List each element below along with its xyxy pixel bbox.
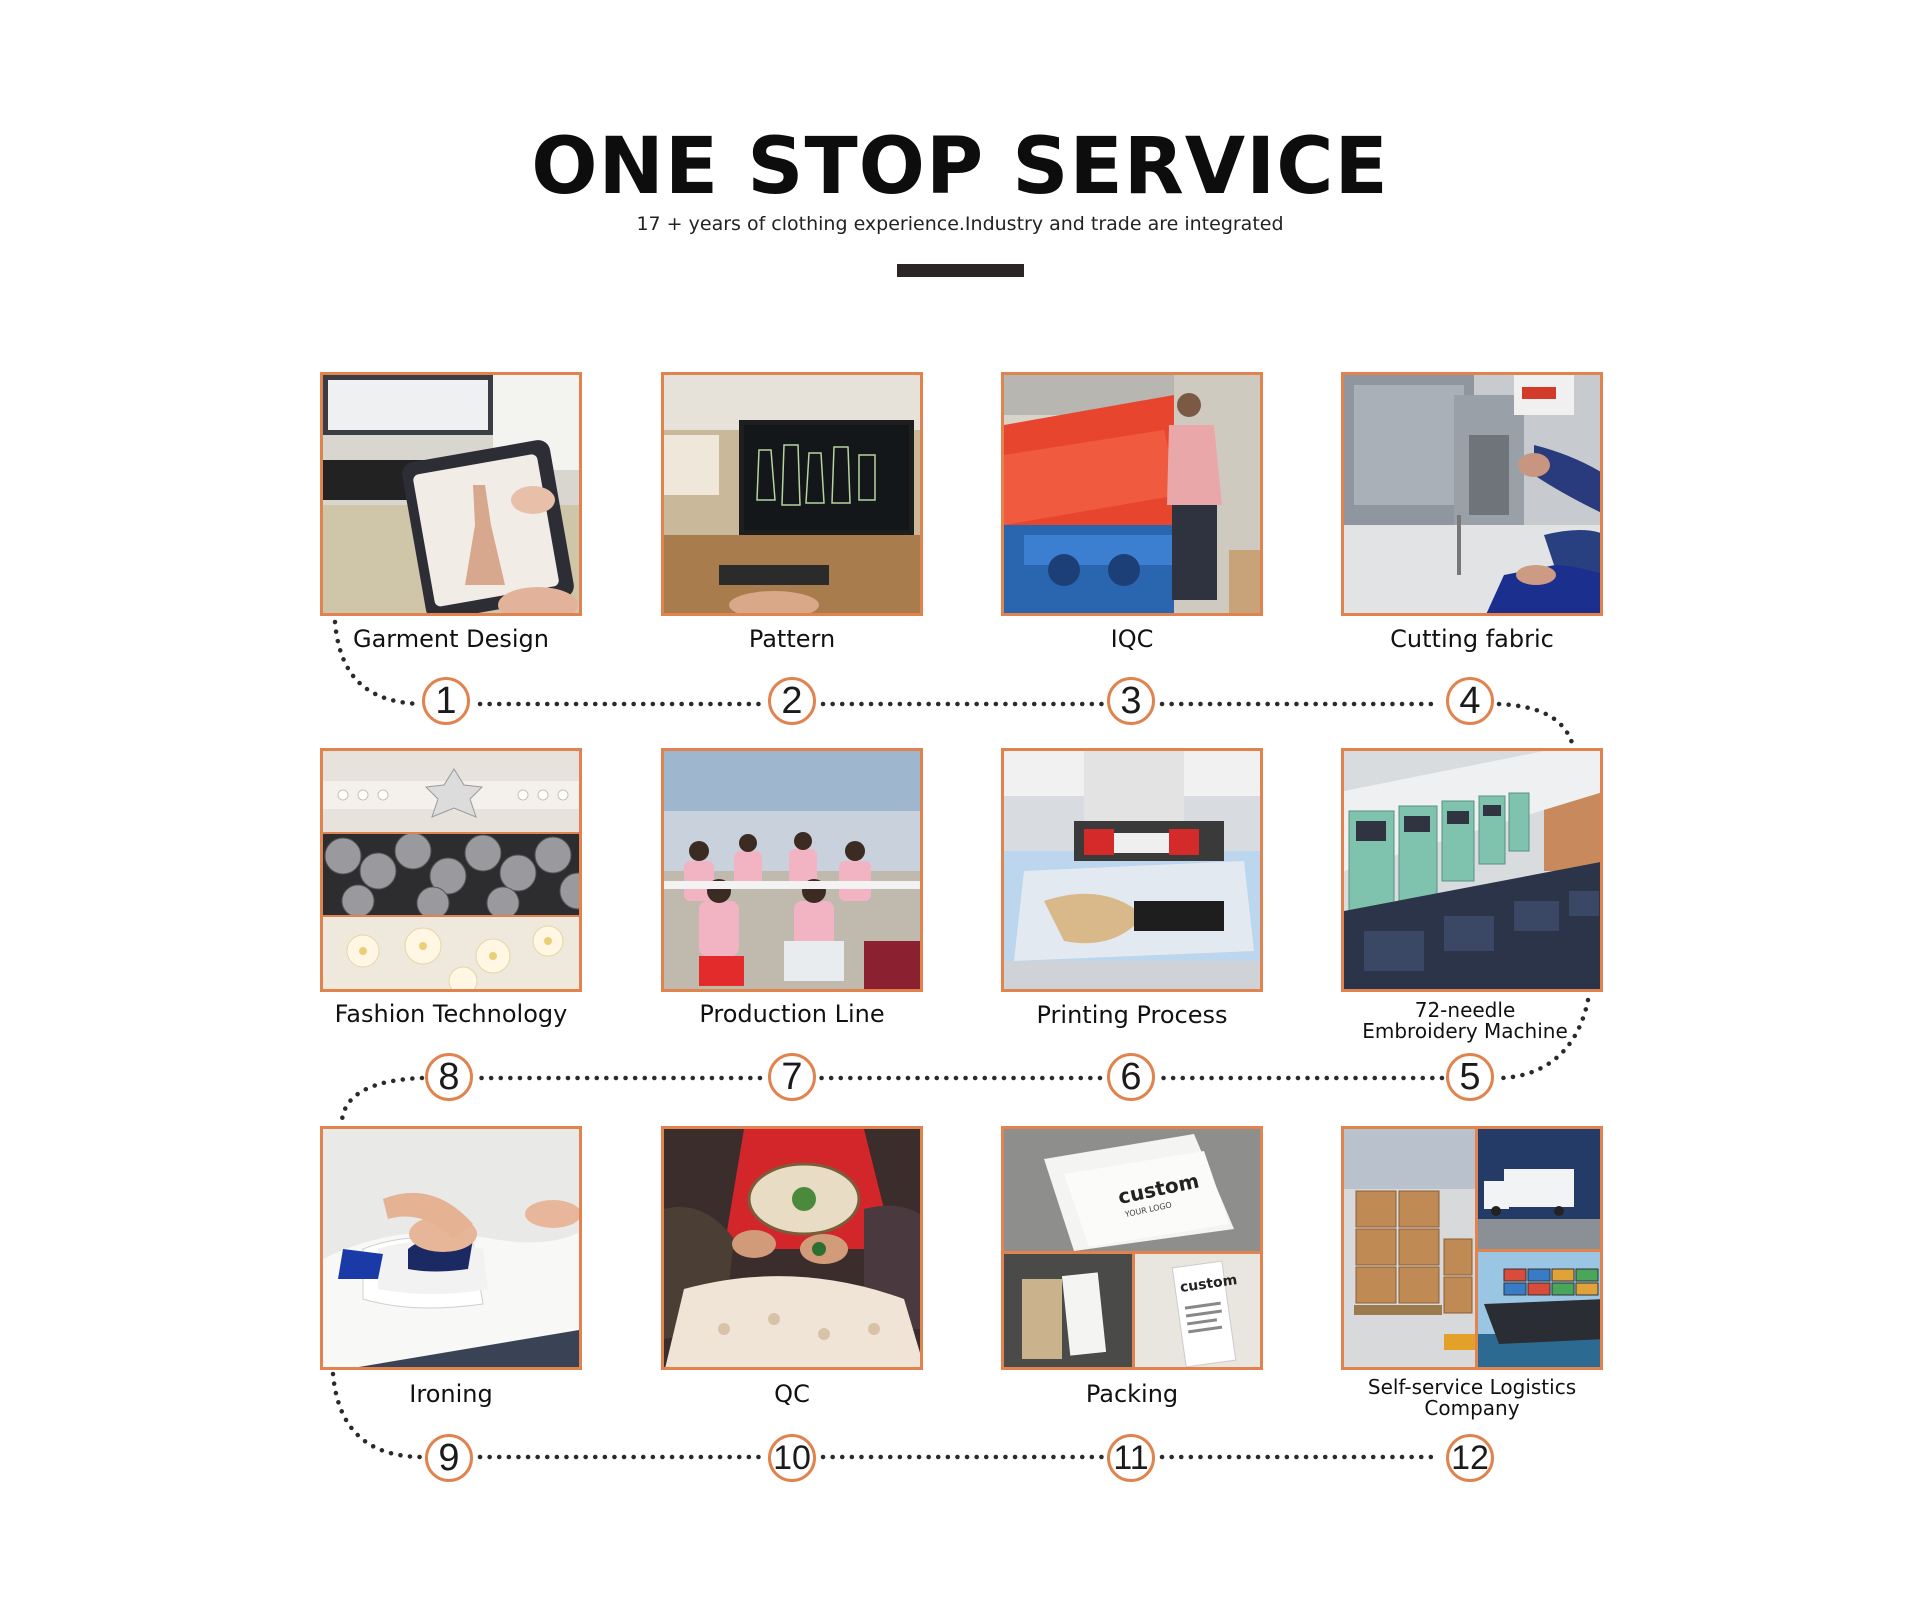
photo-logistics [1341,1126,1603,1370]
step-label: IQC [1110,625,1154,653]
step-number: 8 [425,1053,473,1101]
step-number: 2 [768,677,816,725]
step-number: 12 [1446,1434,1494,1482]
step-label-line2: Embroidery Machine [1362,1019,1568,1043]
photo-embroidery-machine [1341,748,1603,992]
step-number: 6 [1107,1053,1155,1101]
step-number: 11 [1107,1434,1155,1482]
step-number: 4 [1446,677,1494,725]
step-number: 7 [768,1053,816,1101]
photo-printing-process [1001,748,1263,992]
step-label: Packing [1085,1380,1179,1408]
step-label: 72-needle Embroidery Machine [1305,1000,1625,1042]
step-label: Printing Process [1036,1001,1228,1029]
photo-fashion-technology [320,748,582,992]
title-underline [897,264,1024,277]
step-label-line2: Company [1424,1396,1520,1420]
photo-pattern [661,372,923,616]
step-label: Pattern [748,625,836,653]
step-label: Fashion Technology [334,1000,568,1028]
step-number: 9 [425,1434,473,1482]
page-subtitle: 17 + years of clothing experience.Indust… [636,213,1284,235]
packing-label-text: custom [1179,1272,1238,1296]
photo-qc [661,1126,923,1370]
photo-packing: custom YOUR LOGO custom [1001,1126,1263,1370]
photo-garment-design [320,372,582,616]
step-label: Production Line [699,1000,885,1028]
step-number: 1 [422,677,470,725]
step-label: Garment Design [352,625,549,653]
step-number: 10 [768,1434,816,1482]
step-label: QC [774,1380,810,1408]
step-label: Ironing [409,1380,493,1408]
photo-iqc [1001,372,1263,616]
step-label: Self-service Logistics Company [1312,1377,1632,1419]
photo-ironing [320,1126,582,1370]
step-label-line1: 72-needle [1414,998,1516,1022]
page-title: ONE STOP SERVICE [531,122,1389,212]
step-number: 5 [1446,1053,1494,1101]
step-label-line1: Self-service Logistics [1367,1375,1577,1399]
step-label: Cutting fabric [1390,625,1554,653]
photo-production-line [661,748,923,992]
photo-cutting-fabric [1341,372,1603,616]
step-number: 3 [1107,677,1155,725]
